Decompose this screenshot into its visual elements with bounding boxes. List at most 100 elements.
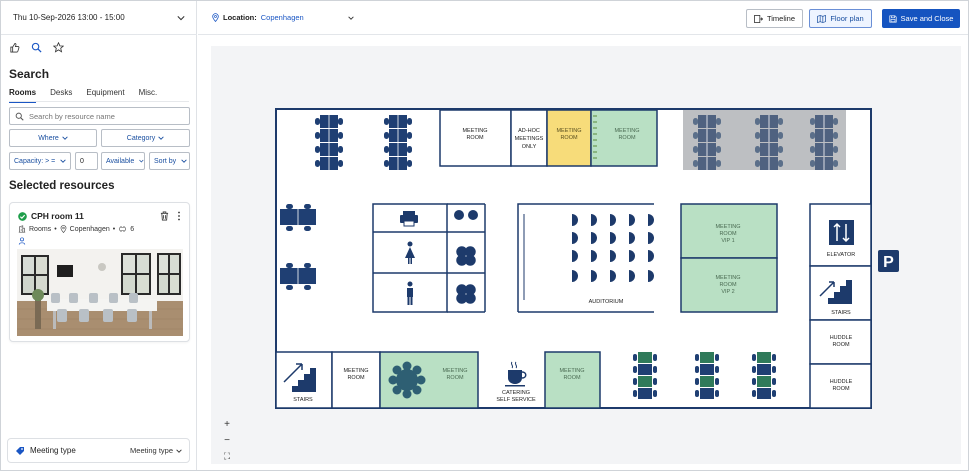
desk-seat[interactable]: [715, 390, 719, 397]
desk-cluster[interactable]: [693, 115, 721, 170]
desk-seat[interactable]: [315, 160, 320, 167]
desk-seat[interactable]: [693, 118, 698, 125]
desk-seat[interactable]: [286, 285, 293, 290]
desk-seat[interactable]: [778, 146, 783, 153]
desk-seat[interactable]: [833, 160, 838, 167]
desk-seat[interactable]: [752, 354, 756, 361]
desk-seat[interactable]: [286, 226, 293, 231]
location-selector[interactable]: Location: Copenhagen: [212, 13, 354, 22]
desk-cluster[interactable]: [695, 352, 719, 399]
desk-seat[interactable]: [810, 146, 815, 153]
desk-seat[interactable]: [653, 390, 657, 397]
desk[interactable]: [638, 364, 652, 375]
meeting-room-bottom[interactable]: [331, 351, 381, 409]
desk[interactable]: [757, 352, 771, 363]
desk-seat[interactable]: [716, 118, 721, 125]
timeline-button[interactable]: Timeline: [746, 9, 803, 28]
desk[interactable]: [757, 364, 771, 375]
floor-plan-button[interactable]: Floor plan: [809, 9, 872, 28]
desk-cluster[interactable]: [810, 115, 838, 170]
desk[interactable]: [638, 376, 652, 387]
meeting-type-row[interactable]: Meeting type Meeting type: [7, 438, 190, 463]
desk-seat[interactable]: [633, 366, 637, 373]
desk-seat[interactable]: [772, 354, 776, 361]
desk-seat[interactable]: [695, 366, 699, 373]
desk-seat[interactable]: [695, 390, 699, 397]
desk-seat[interactable]: [695, 354, 699, 361]
desk-seat[interactable]: [304, 285, 311, 290]
desk-seat[interactable]: [304, 204, 311, 209]
tab-equipment[interactable]: Equipment: [86, 88, 125, 97]
desk-seat[interactable]: [407, 132, 412, 139]
floor-plan-map[interactable]: MEETING ROOM AD-HOC MEETINGS ONLY MEETIN…: [211, 46, 961, 464]
desk-seat[interactable]: [653, 354, 657, 361]
desk-seat[interactable]: [833, 132, 838, 139]
meeting-room-green-top[interactable]: [590, 109, 658, 167]
meeting-room-vip2[interactable]: [680, 257, 778, 313]
adhoc-room[interactable]: [510, 109, 548, 167]
tab-rooms[interactable]: Rooms: [9, 88, 37, 103]
floor-plan-canvas[interactable]: MEETING ROOM AD-HOC MEETINGS ONLY MEETIN…: [211, 46, 961, 464]
desk-cluster[interactable]: [752, 352, 776, 399]
desk-seat[interactable]: [755, 132, 760, 139]
desk-seat[interactable]: [778, 132, 783, 139]
desk[interactable]: [757, 376, 771, 387]
tab-misc[interactable]: Misc.: [138, 88, 158, 97]
desk-seat[interactable]: [633, 390, 637, 397]
desk-seat[interactable]: [384, 146, 389, 153]
fit-screen-button[interactable]: ⛶: [223, 450, 231, 461]
desk-seat[interactable]: [286, 263, 293, 268]
desk[interactable]: [700, 388, 714, 399]
date-range-selector[interactable]: Thu 10-Sep-2026 13:00 - 15:00: [1, 1, 197, 35]
desk-seat[interactable]: [693, 132, 698, 139]
desk-seat[interactable]: [716, 160, 721, 167]
desk[interactable]: [700, 352, 714, 363]
desk-seat[interactable]: [716, 132, 721, 139]
resource-card[interactable]: CPH room 11 Rooms • Copenhagen • 6: [9, 202, 190, 342]
desk-seat[interactable]: [338, 160, 343, 167]
desk-seat[interactable]: [286, 204, 293, 209]
desk[interactable]: [638, 352, 652, 363]
desk-seat[interactable]: [338, 132, 343, 139]
huddle-room-2[interactable]: [809, 363, 872, 409]
desk-seat[interactable]: [633, 378, 637, 385]
desk-seat[interactable]: [833, 146, 838, 153]
desk-seat[interactable]: [715, 378, 719, 385]
desk-clusters[interactable]: [280, 115, 838, 399]
where-dropdown[interactable]: Where: [9, 129, 97, 147]
desk-cluster[interactable]: [633, 352, 657, 399]
desk-seat[interactable]: [772, 378, 776, 385]
desk-seat[interactable]: [315, 146, 320, 153]
desk-seat[interactable]: [653, 366, 657, 373]
desk-cluster[interactable]: [384, 115, 412, 170]
save-and-close-button[interactable]: Save and Close: [882, 9, 960, 28]
star-icon[interactable]: [53, 42, 64, 53]
desk-seat[interactable]: [338, 118, 343, 125]
desk-seat[interactable]: [653, 378, 657, 385]
desk-pair[interactable]: [280, 204, 316, 231]
huddle-room-1[interactable]: [809, 319, 872, 365]
capacity-dropdown[interactable]: Capacity: > =: [9, 152, 71, 170]
desk-seat[interactable]: [716, 146, 721, 153]
desk-seat[interactable]: [338, 146, 343, 153]
meeting-type-dropdown[interactable]: Meeting type: [130, 446, 182, 455]
desk-seat[interactable]: [755, 118, 760, 125]
desk-cluster[interactable]: [315, 115, 343, 170]
available-dropdown[interactable]: Available: [101, 152, 145, 170]
resource-search-box[interactable]: [9, 107, 190, 125]
desk-seat[interactable]: [304, 226, 311, 231]
desk-seat[interactable]: [693, 146, 698, 153]
desk-seat[interactable]: [810, 160, 815, 167]
zoom-in-button[interactable]: +: [224, 418, 230, 430]
capacity-input[interactable]: 0: [75, 152, 98, 170]
desk-seat[interactable]: [715, 354, 719, 361]
desk[interactable]: [700, 376, 714, 387]
resource-search-input[interactable]: [29, 111, 179, 121]
zoom-out-button[interactable]: −: [224, 434, 230, 446]
desk-pair[interactable]: [280, 263, 316, 290]
sort-dropdown[interactable]: Sort by: [149, 152, 190, 170]
desk-seat[interactable]: [315, 132, 320, 139]
meeting-room-green-bottom-mid[interactable]: [544, 351, 601, 409]
desk-seat[interactable]: [407, 146, 412, 153]
desk-seat[interactable]: [833, 118, 838, 125]
